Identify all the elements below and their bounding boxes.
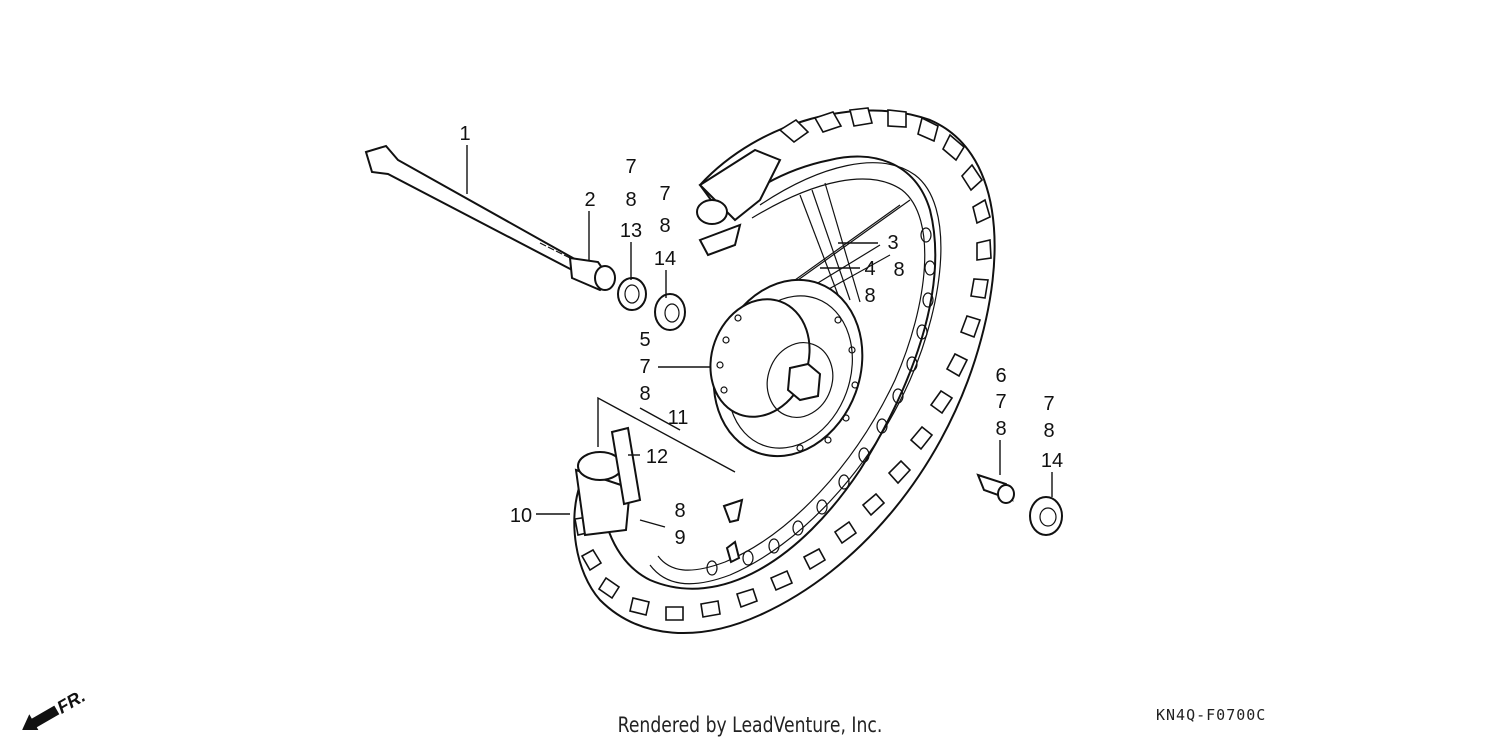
hub-spoke-holes (716, 314, 859, 452)
rim-spoke-holes (706, 227, 936, 576)
callout-5: 5 (639, 329, 650, 351)
callout-6: 6 (995, 365, 1006, 387)
distance-collar (976, 473, 1015, 504)
callout-11: 11 (668, 407, 689, 429)
callout-4: 4 (864, 258, 875, 280)
callout-7: 7 (625, 156, 636, 178)
dust-seal (617, 277, 647, 311)
callout-14: 14 (1041, 450, 1063, 472)
rim-strip (610, 426, 642, 506)
callout-13: 13 (620, 220, 642, 242)
callout-8: 8 (864, 285, 875, 307)
callout-7: 7 (995, 391, 1006, 413)
tire-cut-section-upper (696, 148, 782, 257)
callout-12: 12 (646, 446, 668, 468)
callout-8: 8 (1043, 420, 1054, 442)
callout-7: 7 (1043, 393, 1054, 415)
wheel-assembly (573, 107, 996, 635)
leader-lines (466, 145, 1053, 528)
tube-valve (722, 498, 744, 524)
left-bearing (654, 293, 686, 331)
callout-10: 10 (510, 505, 532, 527)
callout-8: 8 (625, 189, 636, 211)
diagram-code: KN4Q-F0700C (1156, 706, 1267, 724)
callout-9: 9 (674, 527, 685, 549)
axle-group (364, 144, 1063, 536)
callout-labels: 1 2 7 8 13 7 8 14 5 7 8 3 8 4 8 11 12 10… (459, 123, 1063, 549)
front-arrow-icon (22, 705, 60, 730)
callout-14: 14 (654, 248, 676, 270)
front-direction-indicator: FR. (22, 686, 89, 730)
rim (649, 162, 942, 585)
callout-8: 8 (639, 383, 650, 405)
callout-2: 2 (584, 189, 595, 211)
callout-7: 7 (659, 183, 670, 205)
callout-8: 8 (995, 418, 1006, 440)
tire-cut-section-lower (574, 426, 642, 537)
front-direction-label: FR. (54, 686, 89, 718)
tire (573, 109, 996, 635)
callout-8: 8 (674, 500, 685, 522)
render-credit: Rendered by LeadVenture, Inc. (617, 713, 883, 737)
tire-tread (574, 107, 992, 621)
axle (364, 144, 582, 274)
callout-7: 7 (639, 356, 650, 378)
callout-1: 1 (459, 123, 470, 145)
right-bearing (1029, 496, 1063, 536)
hub (709, 278, 864, 458)
callout-3: 3 (887, 232, 898, 254)
callout-8: 8 (893, 259, 904, 281)
rim-valve (725, 540, 741, 564)
callout-8: 8 (659, 215, 670, 237)
